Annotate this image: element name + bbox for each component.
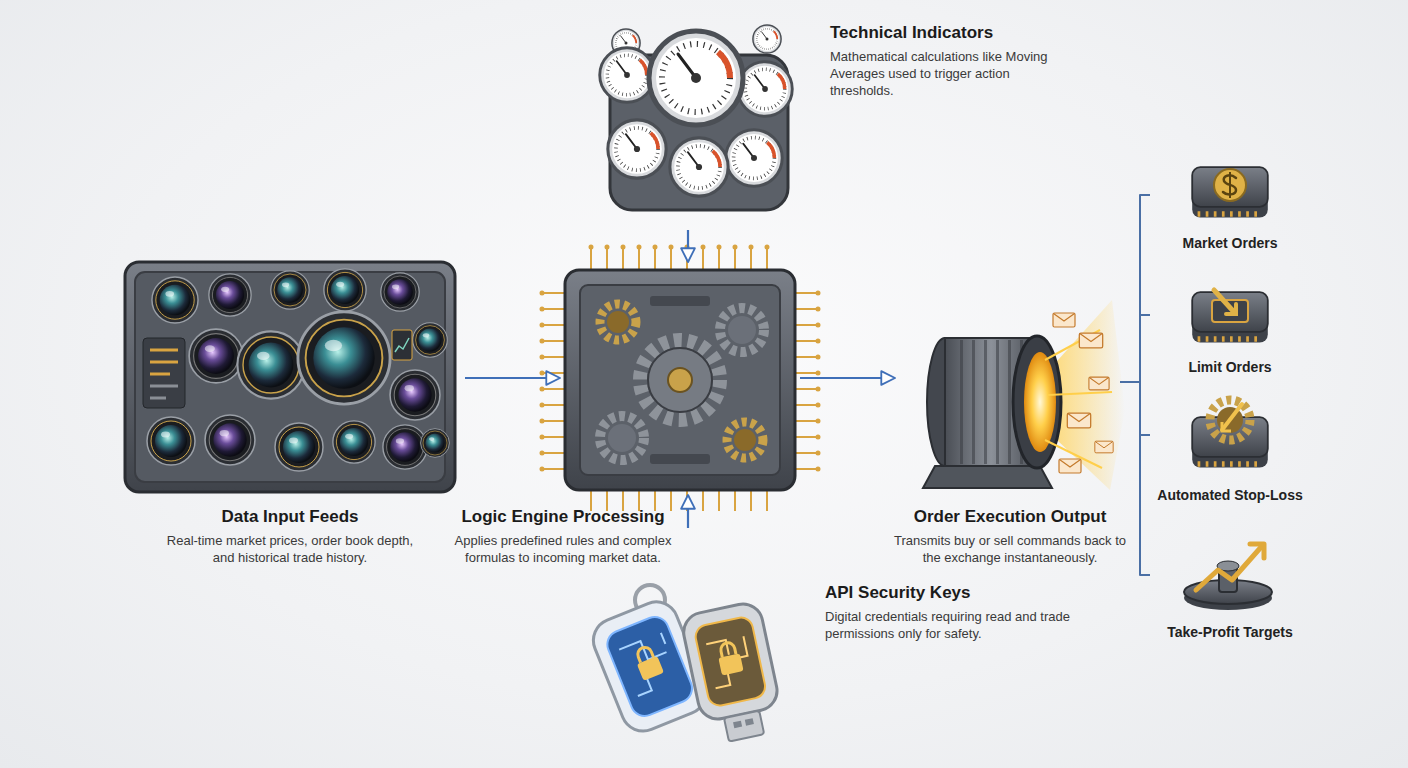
node-description: Mathematical calculations like Moving Av… [830, 48, 1062, 99]
bracket-connector [1120, 195, 1150, 382]
flow-arrow [465, 377, 560, 379]
bracket-connector [1120, 315, 1150, 382]
data-feed-panel: Data Input FeedsReal-time market prices,… [120, 258, 465, 580]
key-fobs [587, 585, 786, 746]
option-label: Limit Orders [1150, 358, 1310, 376]
bracket-connector [1120, 382, 1150, 435]
node-heading: Order Execution Output [890, 506, 1130, 527]
gauge-cluster [600, 25, 793, 210]
node-description: Real-time market prices, order book dept… [160, 532, 420, 566]
security-keys: API Security KeysDigital credentials req… [590, 528, 1090, 750]
limit-order-icon [1192, 290, 1268, 343]
option-label: Automated Stop-Loss [1150, 486, 1310, 504]
execution-motor [923, 300, 1125, 490]
node-heading: Technical Indicators [830, 22, 1100, 43]
flow-arrow [800, 377, 895, 379]
node-description: Transmits buy or sell commands back to t… [890, 532, 1130, 566]
market-order-icon [1192, 167, 1268, 217]
take-profit-icon [1184, 544, 1272, 610]
order-type: Take-Profit Targets [1150, 530, 1310, 645]
order-type: Automated Stop-Loss [1150, 392, 1310, 505]
option-label: Market Orders [1150, 234, 1310, 252]
option-label: Take-Profit Targets [1150, 623, 1310, 641]
indicator-panel: Technical IndicatorsMathematical calcula… [600, 20, 1105, 230]
node-description: Applies predefined rules and complex for… [447, 532, 679, 566]
stop-loss-icon [1192, 400, 1268, 468]
node-heading: API Security Keys [825, 582, 1095, 603]
flow-arrow [687, 230, 689, 262]
node-heading: Logic Engine Processing [447, 506, 679, 527]
logic-engine: Logic Engine ProcessingApplies predefine… [560, 262, 800, 495]
node-description: Digital credentials requiring read and t… [825, 608, 1075, 642]
camera-array [125, 262, 455, 492]
flow-arrow [687, 495, 689, 528]
logic-chip [542, 247, 818, 500]
order-type: Market Orders [1150, 160, 1310, 258]
order-type: Limit Orders [1150, 280, 1310, 378]
execution-output: Order Execution OutputTransmits buy or s… [895, 300, 1120, 570]
node-heading: Data Input Feeds [160, 506, 420, 527]
